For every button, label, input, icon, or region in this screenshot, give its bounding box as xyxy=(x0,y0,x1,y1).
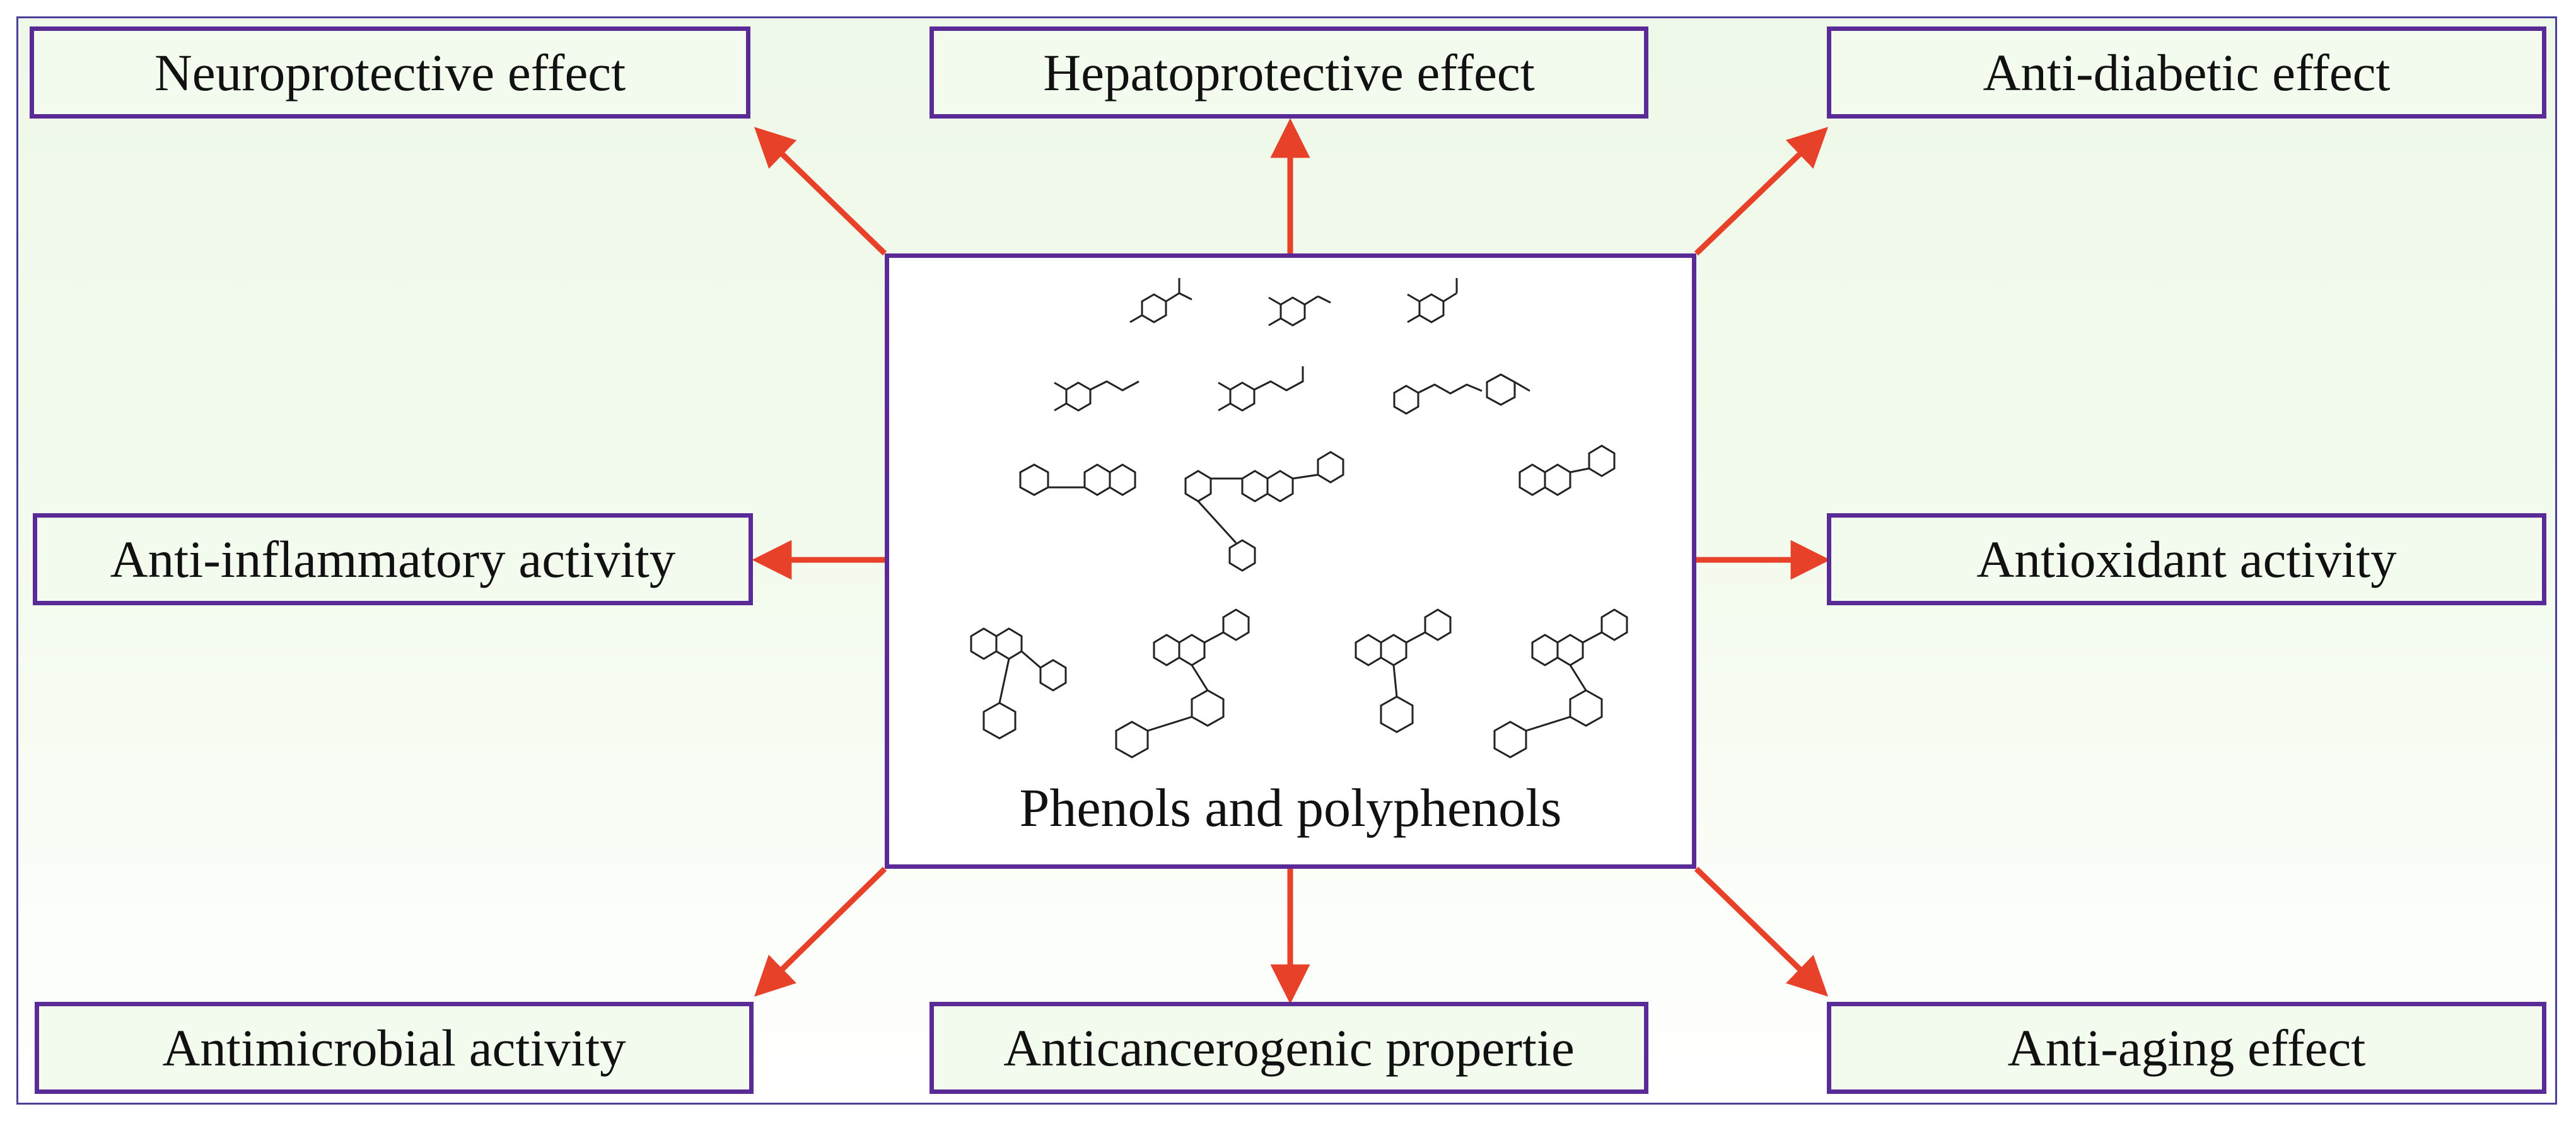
label-hepatoprotective-effect: Hepatoprotective effect xyxy=(1043,44,1535,102)
arrow-anti-aging xyxy=(1694,866,1829,997)
box-antioxidant-activity: Antioxidant activity xyxy=(1827,513,2546,605)
chemical-structure-icon xyxy=(970,278,1628,758)
arrow-antimicrobial xyxy=(754,866,887,997)
label-antioxidant-activity: Antioxidant activity xyxy=(1976,530,2397,588)
molecule-7 xyxy=(1019,463,1136,496)
label-anti-diabetic-effect: Anti-diabetic effect xyxy=(1983,44,2391,102)
box-anti-aging-effect: Anti-aging effect xyxy=(1827,1002,2546,1094)
label-anticancerogenic-propertie: Anticancerogenic propertie xyxy=(1003,1019,1575,1077)
molecule-3 xyxy=(1407,278,1458,323)
arrow-anti-diabetic xyxy=(1694,127,1829,256)
molecule-6 xyxy=(1393,373,1530,415)
molecule-5 xyxy=(1218,366,1304,412)
molecule-2 xyxy=(1268,295,1331,327)
label-antimicrobial-activity: Antimicrobial activity xyxy=(162,1019,626,1077)
molecule-1 xyxy=(1129,278,1192,323)
box-hepatoprotective-effect: Hepatoprotective effect xyxy=(930,26,1648,119)
molecule-13 xyxy=(1493,608,1628,758)
box-neuroprotective-effect: Neuroprotective effect xyxy=(30,26,750,119)
label-anti-aging-effect: Anti-aging effect xyxy=(2007,1019,2366,1077)
molecule-10 xyxy=(970,627,1067,740)
arrow-neuroprotective xyxy=(754,127,887,256)
molecule-11 xyxy=(1115,608,1250,758)
molecule-4 xyxy=(1054,380,1139,412)
molecule-8 xyxy=(1184,451,1344,572)
label-anti-inflammatory-activity: Anti-inflammatory activity xyxy=(110,530,676,588)
center-box-phenols: Phenols and polyphenols xyxy=(885,253,1696,869)
molecule-12 xyxy=(1355,608,1452,733)
molecule-9 xyxy=(1518,444,1616,496)
label-neuroprotective-effect: Neuroprotective effect xyxy=(154,44,626,102)
box-anticancerogenic-propertie: Anticancerogenic propertie xyxy=(930,1002,1648,1094)
box-antimicrobial-activity: Antimicrobial activity xyxy=(35,1002,754,1094)
center-title: Phenols and polyphenols xyxy=(1019,777,1562,838)
box-anti-diabetic-effect: Anti-diabetic effect xyxy=(1827,26,2546,119)
box-anti-inflammatory-activity: Anti-inflammatory activity xyxy=(33,513,753,605)
